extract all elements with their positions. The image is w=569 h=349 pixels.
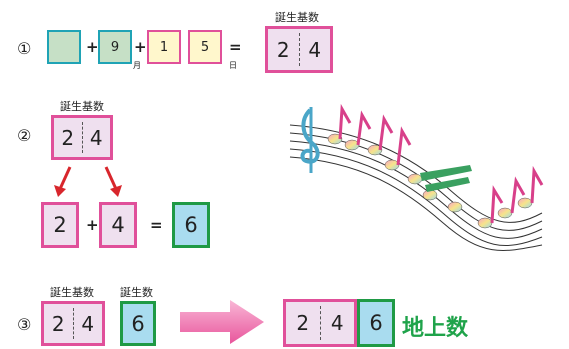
day-ones-value: 5 xyxy=(200,39,210,55)
digit-ones: 4 xyxy=(330,311,344,335)
dashed-divider xyxy=(81,122,83,153)
sum-left-box: 2 xyxy=(41,202,79,248)
month-tens-box xyxy=(47,30,81,64)
birth-number-value: 6 xyxy=(369,311,383,335)
day-tens-value: 1 xyxy=(159,39,169,55)
birth-number-part: 6 xyxy=(357,299,395,347)
sum-right-value: 4 xyxy=(111,213,125,237)
birth-number-value: 6 xyxy=(131,311,145,336)
step-1-marker: ① xyxy=(17,39,32,58)
step-2-marker: ② xyxy=(17,126,32,145)
birth-base-part: 2 4 xyxy=(283,299,357,347)
earth-number-label: 地上数 xyxy=(402,316,469,341)
birth-base-box: 2 4 xyxy=(51,115,113,160)
digit-tens: 2 xyxy=(61,125,75,150)
plus-sign: + xyxy=(134,38,147,56)
dashed-divider xyxy=(319,306,321,340)
birth-base-result-box: 2 4 xyxy=(265,26,333,73)
earth-number-composite-box: 2 4 6 xyxy=(283,299,395,347)
month-suffix: 月 xyxy=(133,61,141,70)
birth-number-label: 誕生数 xyxy=(120,286,153,299)
pink-right-arrow-icon xyxy=(180,300,264,344)
birth-base-label: 誕生基数 xyxy=(60,100,104,113)
red-down-arrow-icon xyxy=(54,166,122,197)
sum-left-value: 2 xyxy=(53,213,67,237)
digit-tens: 2 xyxy=(276,37,290,62)
day-ones-box: 5 xyxy=(188,30,222,64)
dashed-divider xyxy=(298,33,300,66)
day-tens-box: 1 xyxy=(147,30,181,64)
day-suffix: 日 xyxy=(229,61,237,70)
birth-base-label: 誕生基数 xyxy=(275,11,319,24)
sum-right-box: 4 xyxy=(99,202,137,248)
equals-sign: = xyxy=(150,216,163,234)
birth-number-box: 6 xyxy=(120,301,156,346)
digit-ones: 4 xyxy=(81,311,95,336)
birth-number-result-box: 6 xyxy=(172,202,210,248)
plus-sign: + xyxy=(86,38,99,56)
digit-tens: 2 xyxy=(51,311,65,336)
dashed-divider xyxy=(72,308,74,339)
step-3-marker: ③ xyxy=(17,315,32,334)
plus-sign: + xyxy=(86,216,99,234)
music-notes-illustration xyxy=(289,103,544,251)
digit-tens: 2 xyxy=(296,311,310,335)
digit-ones: 4 xyxy=(89,125,103,150)
equals-sign: = xyxy=(229,38,242,56)
birth-base-label: 誕生基数 xyxy=(50,286,94,299)
digit-ones: 4 xyxy=(308,37,322,62)
birth-number-value: 6 xyxy=(184,213,198,237)
month-ones-box: 9 xyxy=(98,30,132,64)
birth-base-box: 2 4 xyxy=(41,301,105,346)
month-ones-value: 9 xyxy=(110,39,120,55)
